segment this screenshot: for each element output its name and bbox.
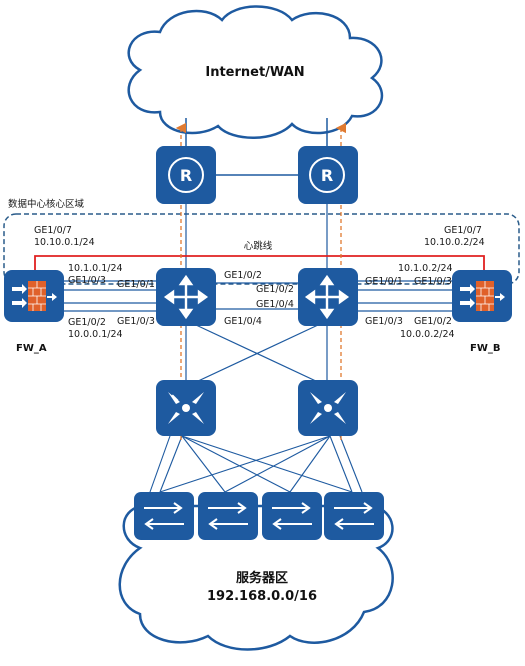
- firewall-b: [452, 270, 512, 322]
- sw-right-port1: GE1/0/1: [365, 276, 403, 287]
- svg-text:R: R: [321, 166, 333, 185]
- core-switch-icon: [163, 274, 209, 320]
- access-switch-icon: [334, 502, 374, 530]
- heartbeat-line: [34, 255, 485, 270]
- sw-left-port4: GE1/0/4: [224, 316, 262, 327]
- server-zone-subnet: 192.168.0.0/16: [207, 589, 317, 604]
- fw-b-ip-lower: 10.0.0.2/24: [400, 329, 455, 340]
- access-switch-1: [134, 492, 194, 540]
- core-switch-right: [298, 268, 358, 326]
- firewall-icon: [12, 281, 57, 311]
- fw-b-port3: GE1/0/3: [414, 276, 452, 287]
- internet-cloud: Internet/WAN: [127, 5, 384, 139]
- fw-a-port7: GE1/0/7: [34, 225, 72, 236]
- aggregation-switch-icon: [310, 392, 346, 424]
- fw-a-ip-lower: 10.0.0.1/24: [68, 329, 123, 340]
- aggregation-switch-icon: [168, 392, 204, 424]
- fw-b-ip7: 10.10.0.2/24: [424, 237, 485, 248]
- sw-left-port2: GE1/0/2: [224, 270, 262, 281]
- svg-text:R: R: [180, 166, 192, 185]
- aggregation-switch-right: [298, 380, 358, 436]
- core-switch-icon: [304, 274, 350, 320]
- access-switch-2: [198, 492, 258, 540]
- aggregation-switch-left: [156, 380, 216, 436]
- fw-a-port2: GE1/0/2: [68, 317, 106, 328]
- access-switch-icon: [208, 502, 248, 530]
- internet-label: Internet/WAN: [205, 65, 304, 80]
- fw-a-ip-upper: 10.1.0.1/24: [68, 263, 123, 274]
- router-icon: R: [309, 157, 345, 193]
- sw-left-port3: GE1/0/3: [117, 316, 155, 327]
- sw-right-port4: GE1/0/4: [256, 299, 294, 310]
- router-icon: R: [168, 157, 204, 193]
- core-zone-box: [3, 213, 520, 285]
- access-switch-icon: [272, 502, 312, 530]
- core-links: [64, 204, 452, 383]
- fw-a-name: FW_A: [16, 343, 47, 354]
- firewall-a: [4, 270, 64, 322]
- sw-right-port2: GE1/0/2: [256, 284, 294, 295]
- access-links: [149, 435, 363, 493]
- server-zone-title: 服务器区: [236, 570, 288, 586]
- access-switch-icon: [144, 502, 184, 530]
- router-left: R: [156, 146, 216, 204]
- heartbeat-label: 心跳线: [244, 240, 273, 252]
- router-right: R: [298, 146, 358, 204]
- sw-left-port1: GE1/0/1: [117, 279, 155, 290]
- fw-b-port2: GE1/0/2: [414, 316, 452, 327]
- sw-right-port3: GE1/0/3: [365, 316, 403, 327]
- access-switch-4: [324, 492, 384, 540]
- fw-b-name: FW_B: [470, 343, 500, 354]
- fw-b-ip-upper: 10.1.0.2/24: [398, 263, 453, 274]
- firewall-icon: [460, 281, 505, 311]
- zone-title: 数据中心核心区域: [8, 198, 85, 210]
- fw-a-ip7: 10.10.0.1/24: [34, 237, 95, 248]
- core-switch-left: [156, 268, 216, 326]
- fw-a-port3: GE1/0/3: [68, 275, 106, 286]
- access-switch-3: [262, 492, 322, 540]
- fw-b-port7: GE1/0/7: [444, 225, 482, 236]
